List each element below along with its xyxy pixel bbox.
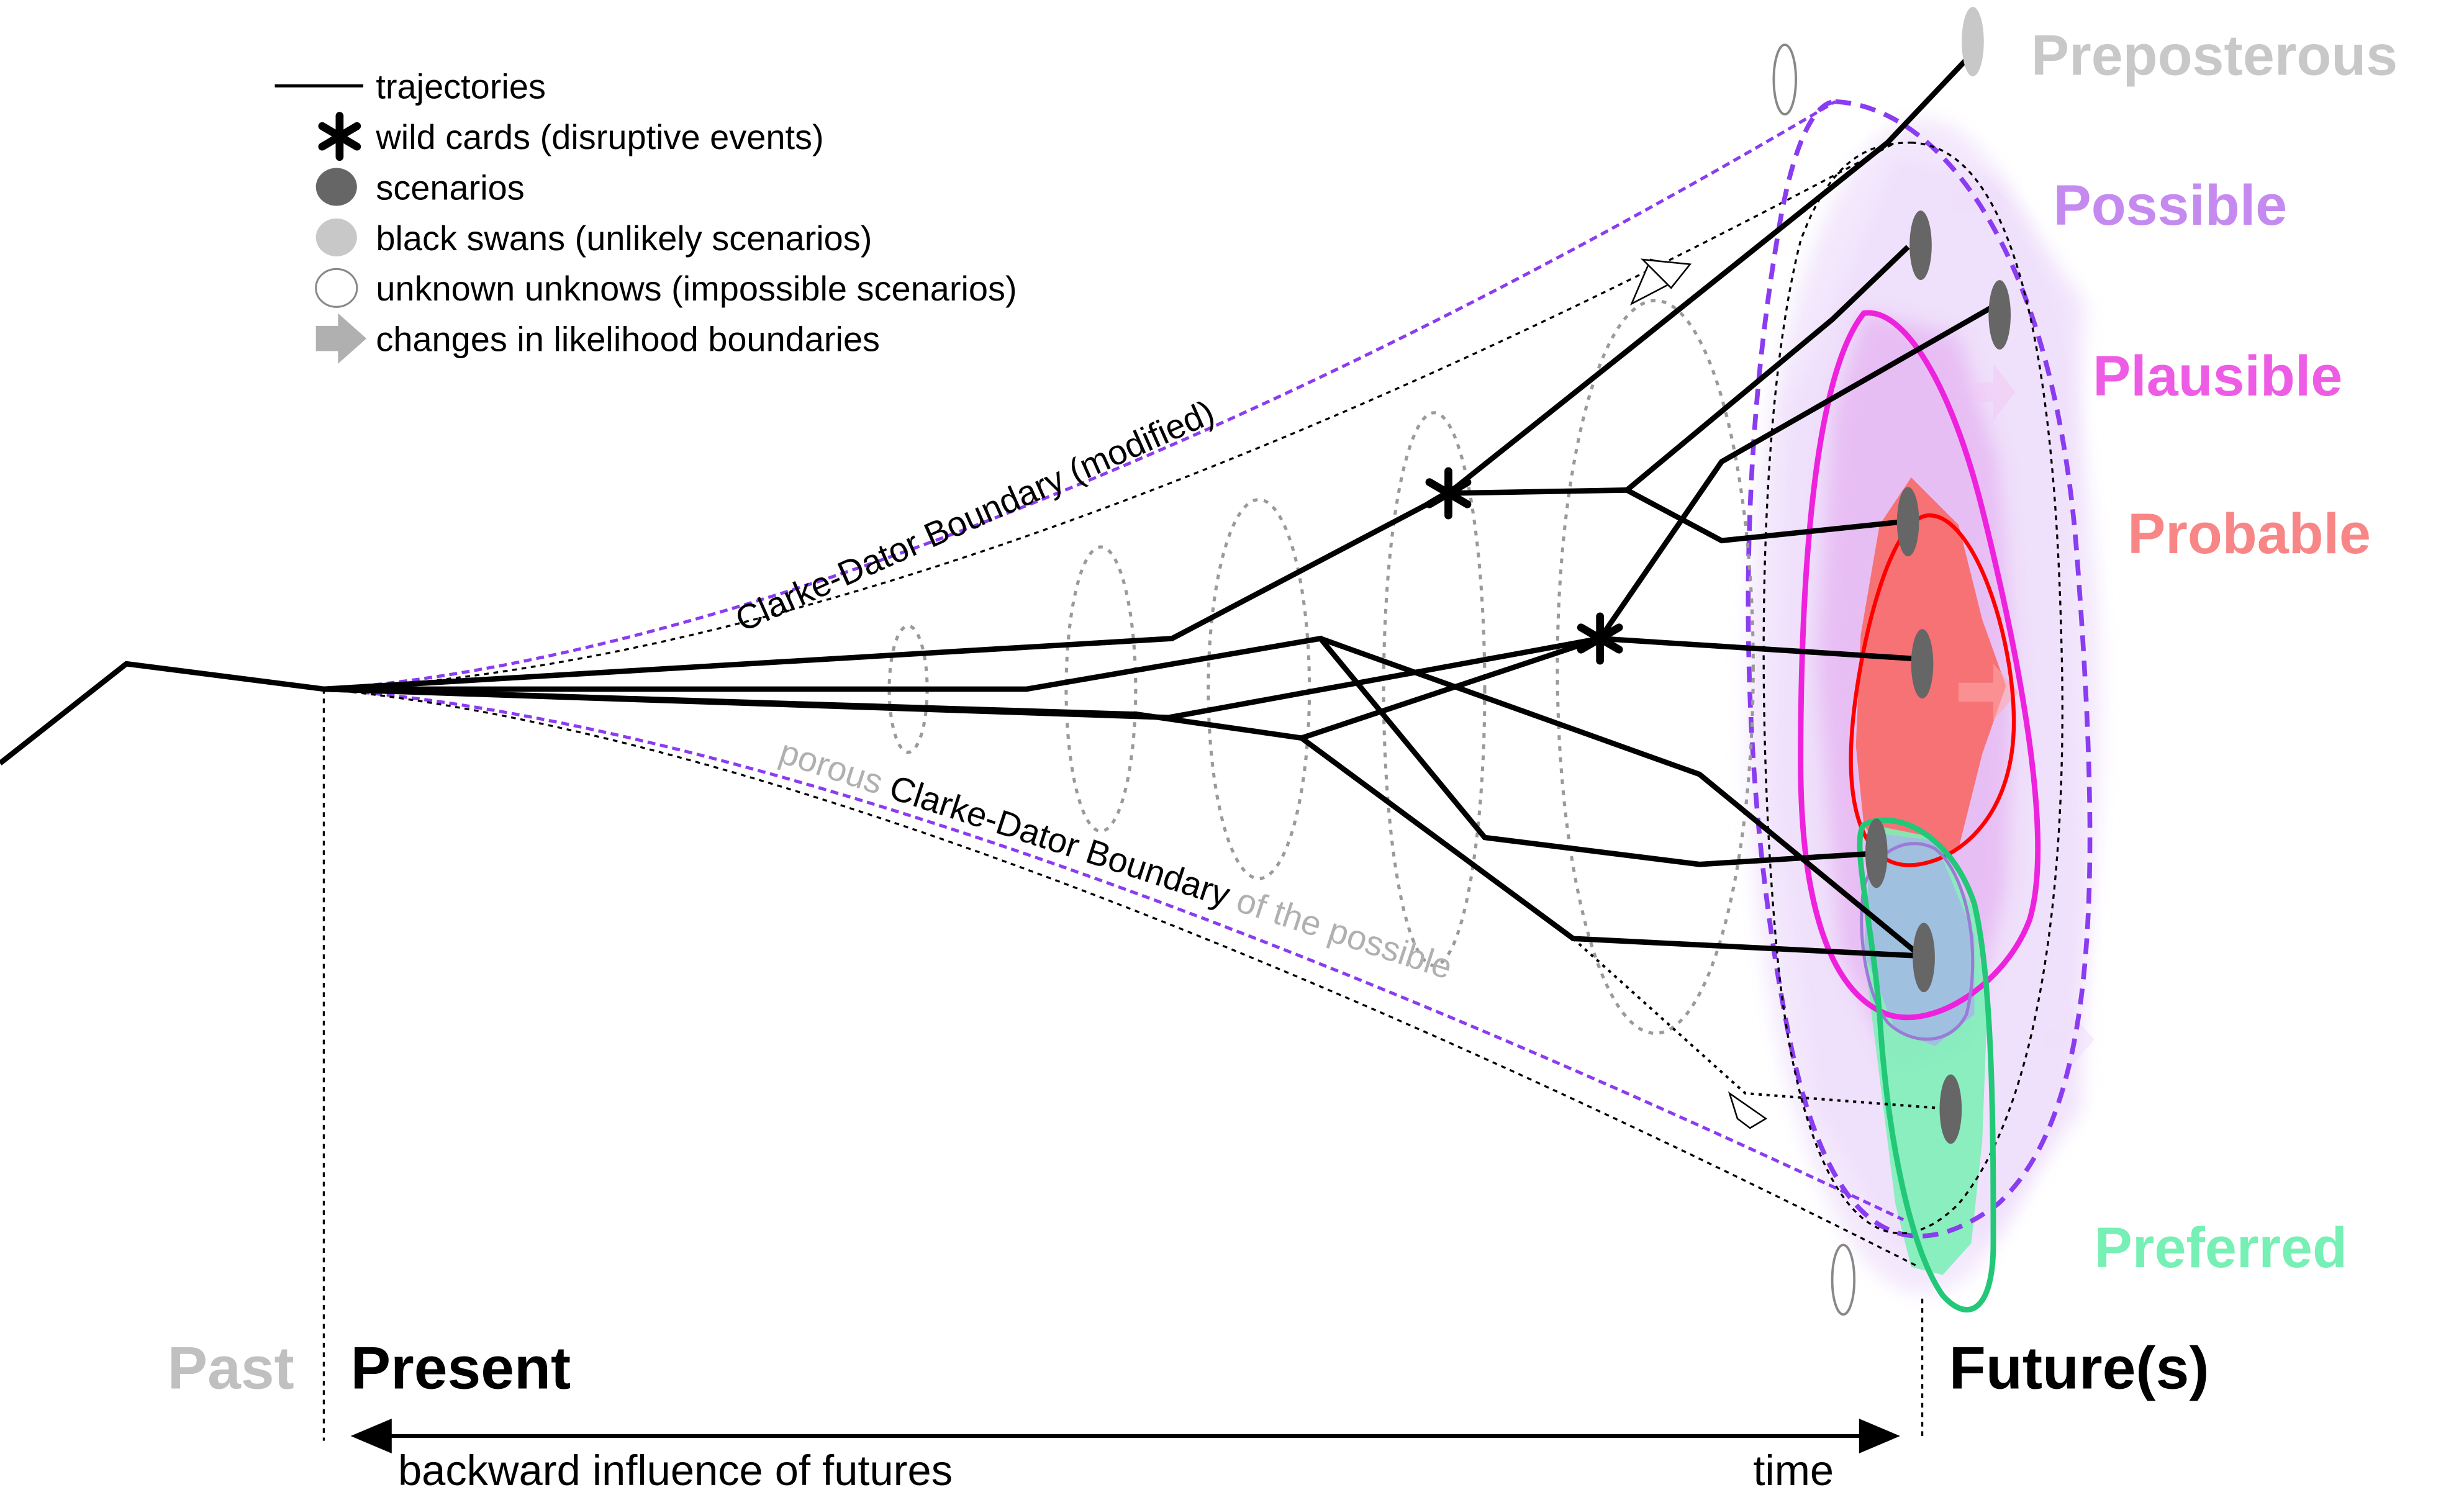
arrow-icon	[315, 313, 367, 364]
outer-zone-boundary	[1762, 142, 2063, 1235]
legend-label: scenarios	[376, 168, 524, 207]
legend: trajectories wild cards (disruptive even…	[274, 67, 1017, 364]
scenario-ellipse	[1939, 1074, 1962, 1144]
legend-label: trajectories	[376, 67, 546, 106]
present-label: Present	[351, 1335, 571, 1402]
asterisk-icon	[318, 112, 361, 161]
preferred-label: Preferred	[2095, 1216, 2347, 1280]
clarke-dator-boundary-upper	[324, 100, 1896, 691]
possible-boundary	[1746, 99, 2093, 1239]
backward-influence-label: backward influence of futures	[398, 1447, 953, 1494]
boundary-main-label: Clarke-Dator Boundary	[885, 767, 1235, 915]
outline-ellipse-icon	[315, 268, 358, 308]
upper-boundary-label: Clarke-Dator Boundary (modified)	[730, 392, 1220, 639]
black-swan-ellipse	[1962, 7, 1984, 76]
overlap-boundary	[1860, 842, 1975, 1041]
probable-label: Probable	[2127, 502, 2371, 566]
trajectories	[0, 49, 2000, 1111]
legend-label: unknown unknows (impossible scenarios)	[376, 269, 1017, 308]
unknown-unknown-ellipse	[1772, 43, 1797, 115]
legend-label: wild cards (disruptive events)	[375, 117, 823, 156]
legend-label: changes in likelihood boundaries	[376, 320, 880, 359]
probable-boundary	[1849, 513, 2016, 867]
scenario-ellipse	[1911, 629, 1934, 699]
unknown-unknown-ellipse	[1831, 1244, 1856, 1316]
scenario-ellipse	[1988, 280, 2011, 350]
boundary-shift-arrow-lower	[1728, 1091, 1768, 1129]
time-arrow	[350, 1419, 1900, 1453]
preposterous-label: Preposterous	[2031, 24, 2398, 87]
futures-label: Future(s)	[1949, 1335, 2209, 1402]
wild-card-asterisk	[1425, 467, 1472, 520]
possible-label: Possible	[2054, 174, 2288, 237]
scenario-ellipse	[1913, 923, 1935, 993]
dark-ellipse-icon	[315, 168, 357, 206]
of-the-possible-label: of the possible	[1223, 877, 1457, 987]
lower-boundary-label: porous Clarke-Dator Boundary of the poss…	[775, 731, 1457, 987]
wild-card-asterisk	[1577, 612, 1623, 665]
light-ellipse-icon	[315, 218, 357, 256]
legend-label: black swans (unlikely scenarios)	[376, 219, 872, 258]
scenario-ellipse	[1909, 210, 1932, 281]
plausible-label: Plausible	[2093, 345, 2342, 408]
plausible-boundary	[1798, 310, 2041, 1021]
past-label: Past	[168, 1335, 294, 1402]
boundary-shift-arrow-upper	[1629, 258, 1692, 306]
scenario-ellipse	[1865, 818, 1888, 888]
clarke-dator-boundary-lower	[324, 687, 1920, 1268]
scenarios	[1865, 210, 2011, 1144]
time-label: time	[1753, 1447, 1834, 1494]
scenario-ellipse	[1896, 487, 1919, 557]
preferred-boundary	[1857, 817, 1996, 1312]
